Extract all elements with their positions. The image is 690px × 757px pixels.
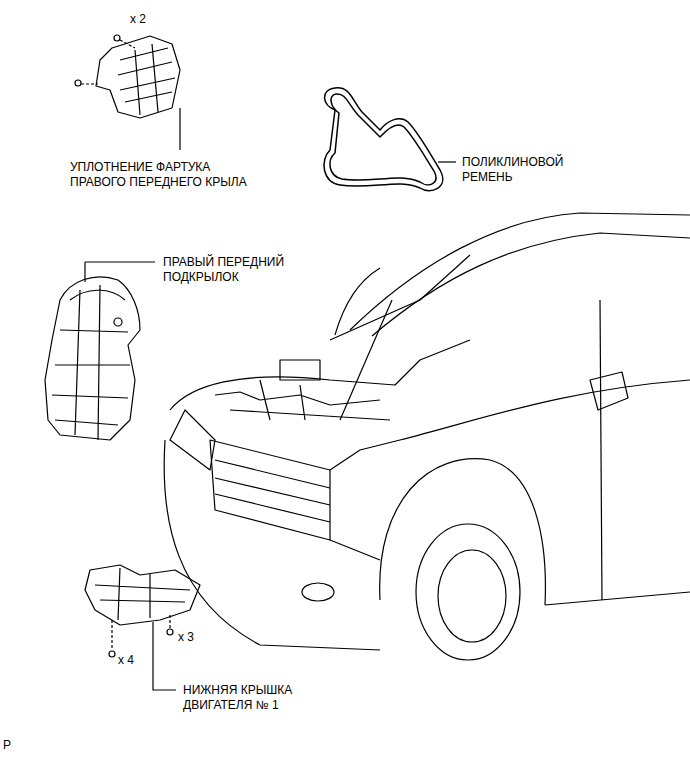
fender-liner — [45, 277, 140, 440]
part-label: x 2 — [130, 12, 170, 27]
leader-line — [85, 262, 155, 282]
part-label: P — [3, 738, 23, 753]
part-label: НИЖНЯЯ КРЫШКА ДВИГАТЕЛЯ № 1 — [183, 683, 308, 713]
leader-line — [179, 108, 180, 150]
leader-line — [153, 622, 176, 690]
part-label: УПЛОТНЕНИЕ ФАРТУКА ПРАВОГО ПЕРЕДНЕГО КРЫ… — [70, 160, 260, 190]
part-label: ПРАВЫЙ ПЕРЕДНИЙ ПОДКРЫЛОК — [163, 255, 303, 285]
part-label: x 4 — [118, 653, 158, 668]
part-label: x 3 — [178, 630, 218, 645]
apron-seal — [75, 35, 180, 118]
vehicle-body — [164, 213, 690, 660]
part-label: ПОЛИКЛИНОВОЙ РЕМЕНЬ — [462, 155, 572, 185]
v-ribbed-belt — [324, 88, 443, 191]
leader-line — [438, 161, 456, 162]
